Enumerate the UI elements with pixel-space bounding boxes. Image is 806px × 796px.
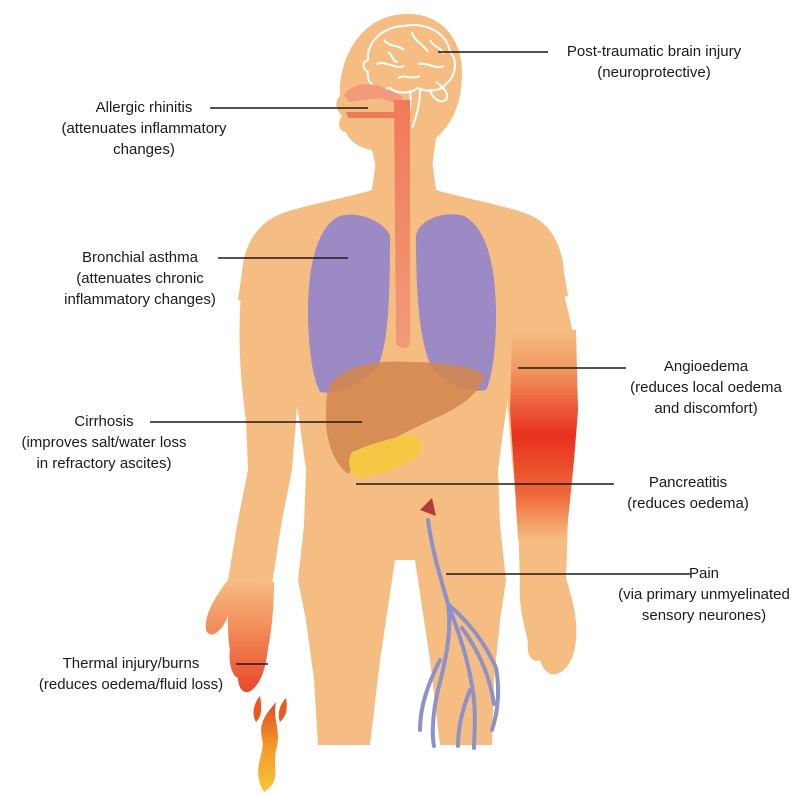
rhinitis-note-2: changes) [46,139,242,160]
flame-icon [253,696,286,792]
label-pancreatitis: Pancreatitis (reduces oedema) [612,472,764,514]
brain-injury-title: Post-traumatic brain injury [548,41,760,62]
label-angioedema: Angioedema (reduces local oedema and dis… [624,356,788,419]
label-brain-injury: Post-traumatic brain injury (neuroprotec… [548,41,760,83]
pancreatitis-note: (reduces oedema) [612,493,764,514]
asthma-note-2: inflammatory changes) [52,289,228,310]
label-cirrhosis: Cirrhosis (improves salt/water loss in r… [4,411,204,474]
angioedema-title: Angioedema [624,356,788,377]
pain-title: Pain [604,563,804,584]
label-pain: Pain (via primary unmyelinated sensory n… [604,563,804,626]
cirrhosis-title: Cirrhosis [4,411,204,432]
burns-note: (reduces oedema/fluid loss) [20,674,242,695]
pain-note-2: sensory neurones) [604,605,804,626]
rhinitis-note-1: (attenuates inflammatory [46,118,242,139]
rhinitis-title: Allergic rhinitis [46,97,242,118]
label-allergic-rhinitis: Allergic rhinitis (attenuates inflammato… [46,97,242,160]
brain-injury-note: (neuroprotective) [548,62,760,83]
asthma-note-1: (attenuates chronic [52,268,228,289]
label-thermal-injury: Thermal injury/burns (reduces oedema/flu… [20,653,242,695]
pancreatitis-title: Pancreatitis [612,472,764,493]
burns-title: Thermal injury/burns [20,653,242,674]
angioedema-note-1: (reduces local oedema [624,377,788,398]
asthma-title: Bronchial asthma [52,247,228,268]
label-bronchial-asthma: Bronchial asthma (attenuates chronic inf… [52,247,228,310]
angioedema-note-2: and discomfort) [624,398,788,419]
pain-note-1: (via primary unmyelinated [604,584,804,605]
cirrhosis-note-2: in refractory ascites) [4,453,204,474]
cirrhosis-note-1: (improves salt/water loss [4,432,204,453]
